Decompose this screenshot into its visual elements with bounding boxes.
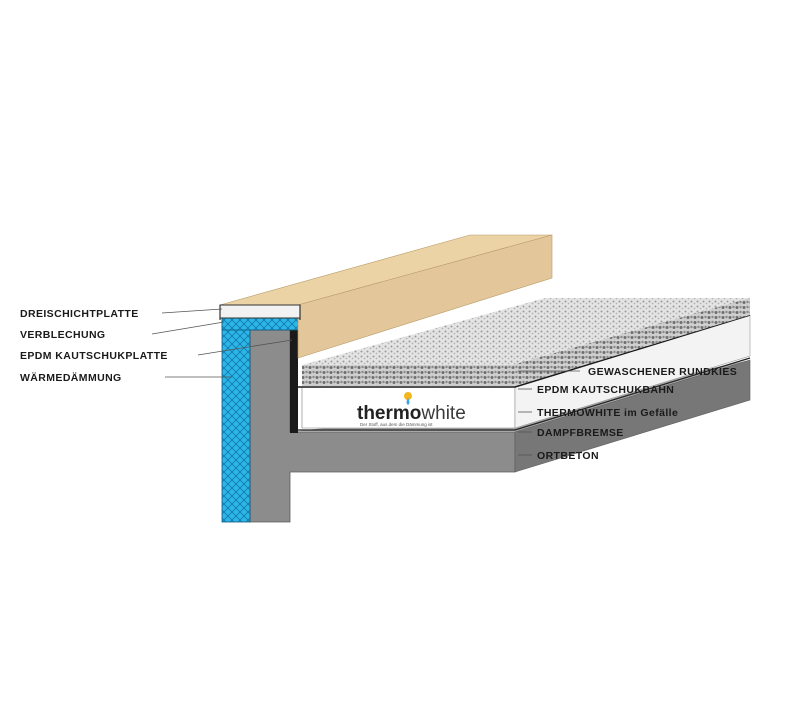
label-verblechung: VERBLECHUNG: [20, 329, 106, 341]
svg-text:thermowhite: thermowhite: [357, 403, 466, 424]
label-thermowhite-gefaelle: THERMOWHITE im Gefälle: [537, 407, 678, 419]
logo-drop-icon: [406, 398, 410, 405]
concrete-side-face: [514, 359, 751, 473]
logo-tagline: Der Stoff, aus dem die Dämmung ist: [360, 422, 433, 427]
thermal-insulation-top: [221, 317, 303, 331]
label-rundkies: GEWASCHENER RUNDKIES: [588, 366, 737, 378]
label-epdm-kautschukplatte: EPDM KAUTSCHUKPLATTE: [20, 350, 168, 362]
epdm-membrane-line: [298, 314, 751, 388]
label-dampfbremse: DAMPFBREMSE: [537, 427, 624, 439]
leader-verblechung: [151, 321, 225, 335]
leader-epdm-kautschukplatte: [197, 339, 293, 356]
label-ortbeton: ORTBETON: [537, 450, 599, 462]
gravel-front-edge: [302, 365, 515, 386]
thermowhite-logo: thermowhite Der Stoff, aus dem die Dämmu…: [357, 392, 466, 427]
leader-dreischichtplatte: [161, 308, 223, 314]
wood-cap-side: [297, 234, 553, 359]
label-epdm-bahn: EPDM KAUTSCHUKBAHN: [537, 384, 674, 396]
logo-sun-icon: [404, 392, 412, 400]
logo-brand-thermo: thermo: [357, 403, 421, 424]
epdm-upstand: [290, 330, 298, 433]
gravel-top-surface: [302, 298, 750, 365]
label-waermedaemmung: WÄRMEDÄMMUNG: [20, 371, 122, 384]
gravel-side-edge: [512, 298, 750, 386]
metal-flashing: [219, 304, 301, 319]
label-dreischichtplatte: DREISCHICHTPLATTE: [20, 308, 139, 320]
flashing-edge: [219, 305, 301, 320]
logo-brand-white: white: [420, 403, 465, 424]
vapor-barrier-line: [290, 357, 751, 431]
